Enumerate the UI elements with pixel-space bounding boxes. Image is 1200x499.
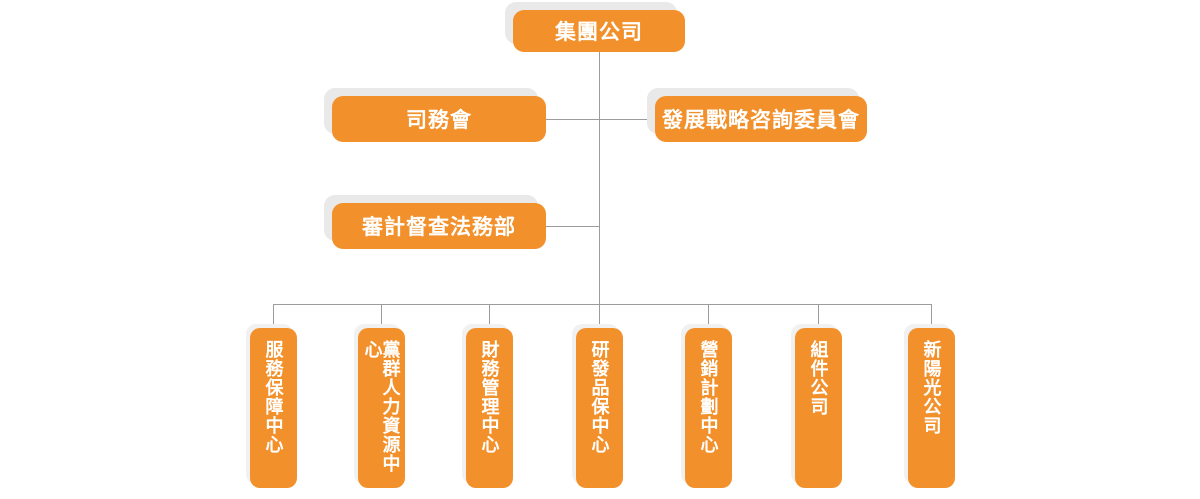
node-council-label: 司務會 xyxy=(406,108,472,132)
node-strategy-committee: 發展戰略咨詢委員會 xyxy=(655,96,867,142)
node-rd-qa-center-label: 研發品保中心 xyxy=(589,340,610,454)
connector-branch-6 xyxy=(818,304,819,328)
connector-branch-5 xyxy=(708,304,709,328)
node-council: 司務會 xyxy=(332,96,546,142)
node-party-hr-center-label: 黨群人力資源中心 xyxy=(362,340,401,473)
connector-committees-horizontal xyxy=(546,119,655,120)
node-service-support-center: 服務保障中心 xyxy=(250,328,297,488)
connector-branch-4 xyxy=(599,304,600,328)
node-components-company-label: 組件公司 xyxy=(808,340,829,416)
node-new-sunshine-company-label: 新陽光公司 xyxy=(921,340,942,435)
node-marketing-planning-center: 營銷計劃中心 xyxy=(685,328,732,488)
node-strategy-committee-label: 發展戰略咨詢委員會 xyxy=(662,108,860,132)
connector-branch-1 xyxy=(273,304,274,328)
node-finance-center-label: 財務管理中心 xyxy=(479,340,500,454)
node-rd-qa-center: 研發品保中心 xyxy=(576,328,623,488)
node-finance-center: 財務管理中心 xyxy=(466,328,513,488)
node-components-company: 組件公司 xyxy=(795,328,842,488)
connector-departments-horizontal xyxy=(273,304,932,305)
node-service-support-center-label: 服務保障中心 xyxy=(263,340,284,454)
node-group-company: 集團公司 xyxy=(513,10,685,52)
node-audit-legal-dept-label: 審計督查法務部 xyxy=(362,215,516,239)
connector-branch-2 xyxy=(381,304,382,328)
node-group-company-label: 集團公司 xyxy=(555,20,643,44)
node-audit-legal-dept: 審計督查法務部 xyxy=(332,203,546,249)
connector-branch-7 xyxy=(931,304,932,328)
connector-staff-horizontal xyxy=(546,226,599,227)
connector-main-vertical xyxy=(599,52,600,304)
connector-branch-3 xyxy=(489,304,490,328)
node-marketing-planning-center-label: 營銷計劃中心 xyxy=(698,340,719,454)
node-new-sunshine-company: 新陽光公司 xyxy=(908,328,955,488)
node-party-hr-center: 黨群人力資源中心 xyxy=(358,328,405,488)
